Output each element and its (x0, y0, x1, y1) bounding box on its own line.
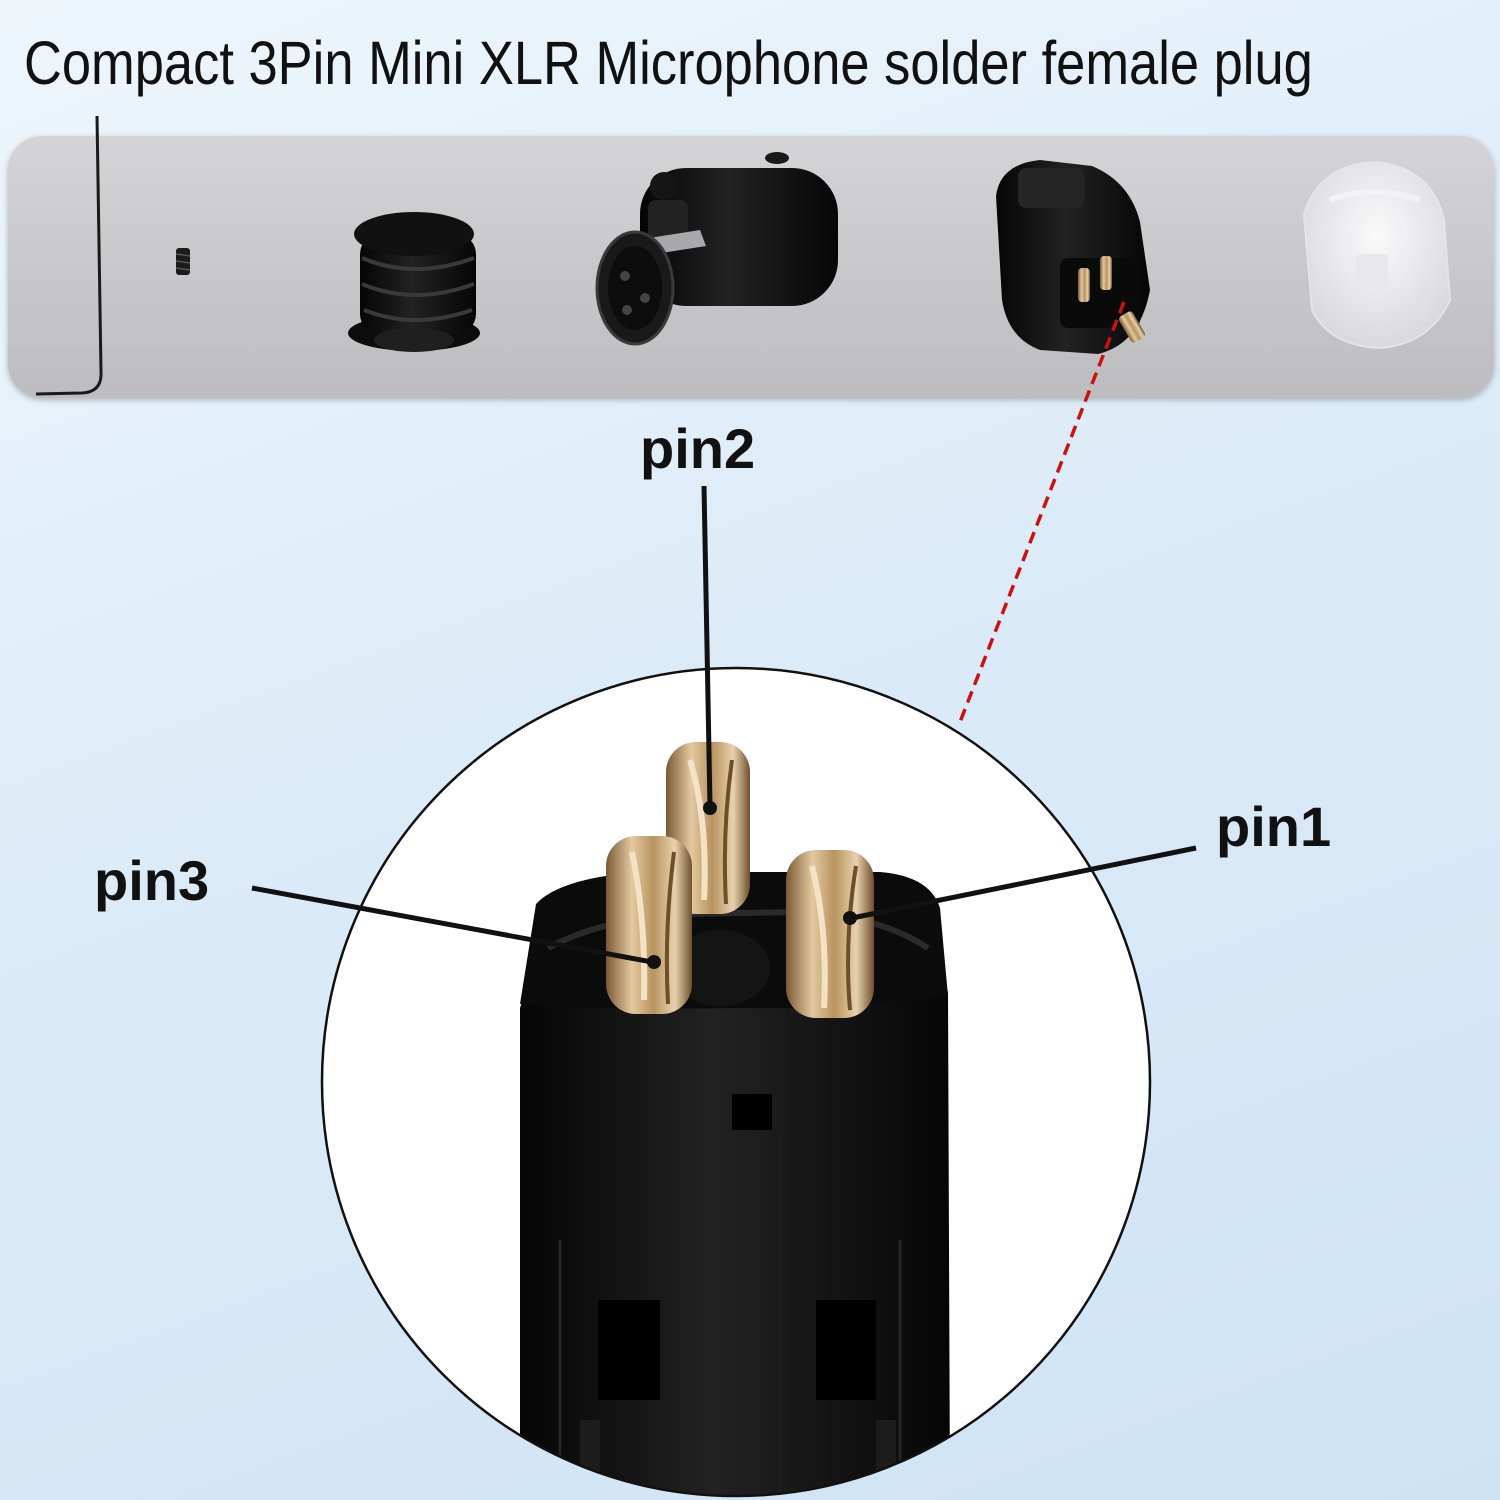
label-pin2: pin2 (640, 417, 756, 480)
clear-boot-icon (1302, 160, 1452, 350)
label-pin1: pin1 (1216, 795, 1332, 858)
allen-key-wire (35, 115, 103, 396)
pin-insert-icon (996, 160, 1150, 354)
label-pin3: pin3 (94, 849, 210, 912)
female-connector-icon (595, 152, 838, 346)
leader-pin1 (843, 845, 1197, 925)
pin3-contact (606, 836, 692, 1014)
zoom-circle (320, 666, 1152, 1498)
zoom-pointer-line (958, 301, 1126, 723)
strain-relief-icon (348, 212, 480, 352)
set-screw-icon (175, 248, 191, 275)
page-title: Compact 3Pin Mini XLR Microphone solder … (24, 29, 1313, 97)
leader-pin2 (701, 485, 717, 815)
leader-pin3 (251, 885, 661, 969)
pin1-contact (786, 850, 874, 1018)
